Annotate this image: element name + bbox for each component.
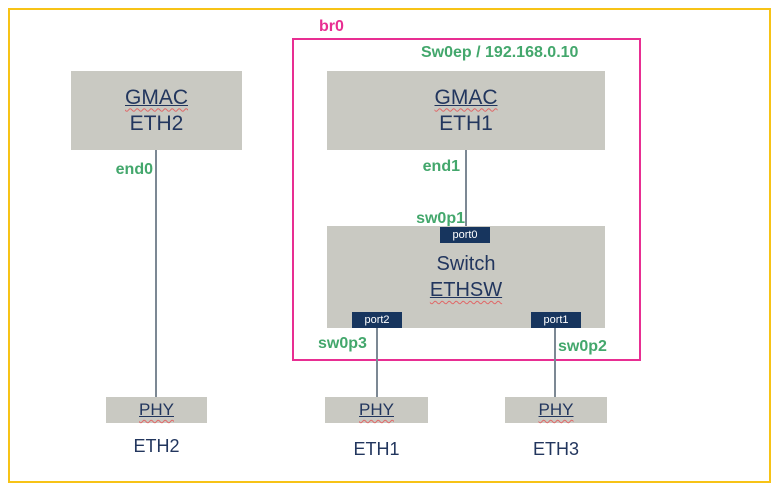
node-gmac-eth2-subtitle: ETH2: [129, 111, 184, 135]
interface-label-sw0p2: sw0p2: [558, 338, 607, 355]
switch-port1-chip: port1: [531, 312, 581, 328]
interface-label-sw0p1: sw0p1: [416, 210, 465, 227]
node-switch-subtitle: ETHSW: [429, 279, 503, 301]
node-phy-eth3: PHY: [505, 397, 607, 423]
outer-border: [8, 8, 771, 483]
caption-eth2: ETH2: [133, 436, 180, 456]
node-gmac-eth2: GMAC ETH2: [71, 71, 242, 150]
interface-label-end0: end0: [115, 161, 153, 178]
node-gmac-eth1-subtitle: ETH1: [439, 111, 493, 135]
node-gmac-eth2-title: GMAC: [125, 85, 188, 109]
node-switch-ethsw: Switch ETHSW: [327, 226, 605, 328]
node-gmac-eth1-title: GMAC: [434, 85, 498, 109]
node-phy-eth1: PHY: [325, 397, 428, 423]
switch-port2-chip: port2: [352, 312, 402, 328]
connector-end1: [465, 150, 467, 227]
bridge-ip-annotation: Sw0ep / 192.168.0.10: [421, 44, 579, 61]
connector-port2-phy: [376, 328, 378, 397]
node-phy-eth2: PHY: [106, 397, 207, 423]
node-gmac-eth1: GMAC ETH1: [327, 71, 605, 150]
node-phy-eth3-label: PHY: [538, 400, 574, 419]
connector-end0: [155, 150, 157, 398]
node-phy-eth2-label: PHY: [139, 400, 174, 419]
node-phy-eth1-label: PHY: [359, 400, 394, 419]
node-switch-title: Switch: [436, 253, 496, 275]
interface-label-sw0p3: sw0p3: [318, 335, 367, 352]
caption-eth3: ETH3: [532, 439, 579, 459]
bridge-br0-boundary: [292, 38, 641, 361]
interface-label-end1: end1: [422, 158, 460, 175]
connector-port1-phy: [554, 328, 556, 397]
bridge-label: br0: [319, 18, 344, 35]
caption-eth1: ETH1: [353, 439, 400, 459]
switch-port0-chip: port0: [440, 227, 490, 243]
